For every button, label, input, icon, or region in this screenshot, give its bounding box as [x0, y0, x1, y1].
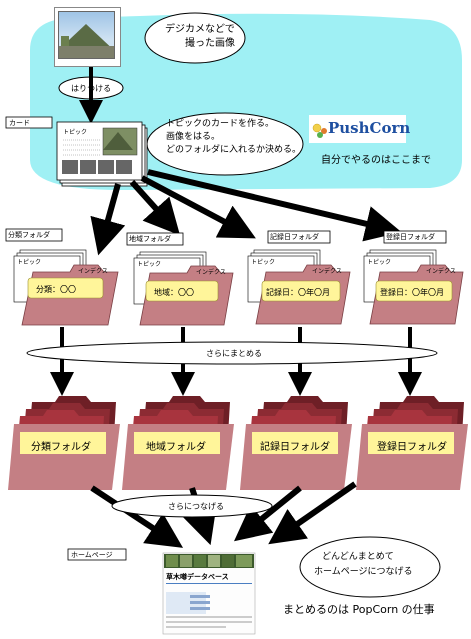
homepage-thumbnail — [162, 552, 256, 635]
bottom-folder-1-label: 分類フォルダ — [31, 442, 91, 453]
camera-photo — [58, 11, 115, 59]
attach-label: はりつける — [71, 84, 112, 93]
folder-2-card-topic: トピック — [137, 261, 162, 268]
crimson-folder-4 — [356, 396, 468, 490]
topic-card-stack — [56, 121, 148, 187]
folder-group-3 — [247, 249, 351, 325]
homepage-title: 草木噂データベース — [166, 573, 229, 581]
right-note-bubble — [299, 536, 441, 598]
folder-group-4 — [363, 249, 464, 325]
folder-group-2 — [133, 251, 234, 326]
self-part-label: 自分でやるのはここまで — [321, 155, 431, 166]
more-group-ellipse — [26, 341, 438, 365]
folder-tag-4-box — [383, 230, 447, 244]
bottom-folder-4-label: 登録日フォルダ — [377, 442, 447, 453]
folder-1-index: インデクス — [78, 268, 108, 275]
pushcorn-logo — [309, 115, 406, 143]
top-bubble-line2: 撮った画像 — [185, 38, 235, 49]
crimson-folder-3 — [240, 396, 352, 490]
pushcorn-logo-text: PushCorn — [328, 119, 411, 137]
popcorn-job-label: まとめるのは PopCorn の仕事 — [283, 603, 435, 616]
right-note-line1: どんどんまとめて — [322, 552, 394, 562]
folder-1-label: 分類：〇〇 — [36, 285, 76, 294]
bottom-folder-3-label: 記録日フォルダ — [260, 442, 330, 453]
note-line3: どのフォルダに入れるか決める。 — [166, 145, 302, 155]
folder-3-index: インデクス — [312, 268, 342, 275]
folder-tag-2-box — [126, 232, 184, 246]
folder-tag-1-box — [5, 228, 63, 242]
folder-1-card-topic: トピック — [17, 259, 42, 266]
top-bubble — [144, 12, 246, 64]
more-group-label: さらにまとめる — [206, 349, 262, 358]
folder-tag-3: 記録日フォルダ — [270, 233, 319, 241]
card-tag-box — [5, 116, 53, 129]
note-line2: 画像をはる。 — [166, 132, 221, 142]
folder-4-index: インデクス — [426, 268, 456, 275]
folder-tag-2: 地域フォルダ — [129, 235, 171, 243]
folder-tag-4: 登録日フォルダ — [386, 233, 435, 241]
more-connect-label: さらにつなげる — [168, 502, 224, 511]
folder-4-label: 登録日：〇年〇月 — [380, 288, 444, 297]
crimson-folder-1 — [8, 396, 120, 490]
right-note-line2: ホームページにつなげる — [314, 567, 413, 577]
card-tag-label: カード — [9, 119, 30, 127]
folder-2-index: インデクス — [196, 269, 226, 276]
folder-tag-3-box — [267, 230, 331, 244]
folder-2-label: 地域：〇〇 — [154, 288, 194, 297]
folder-3-label: 記録日：〇年〇月 — [266, 288, 330, 297]
homepage-tag-label: ホームページ — [71, 551, 113, 559]
card-topic-label: トピック — [63, 129, 88, 136]
folder-tag-1: 分類フォルダ — [8, 231, 50, 239]
folder-group-1 — [13, 249, 119, 326]
more-connect-ellipse — [111, 494, 273, 518]
folder-3-card-topic: トピック — [251, 259, 276, 266]
note-line1: トピックのカードを作る。 — [166, 119, 275, 129]
crimson-folder-2 — [122, 396, 234, 490]
bottom-folder-2-label: 地域フォルダ — [146, 442, 206, 453]
card-to-folder-arrows — [90, 169, 402, 256]
homepage-tag-box — [67, 548, 127, 561]
top-bubble-line1: デジカメなどで — [165, 24, 235, 35]
folder-4-card-topic: トピック — [367, 259, 392, 266]
